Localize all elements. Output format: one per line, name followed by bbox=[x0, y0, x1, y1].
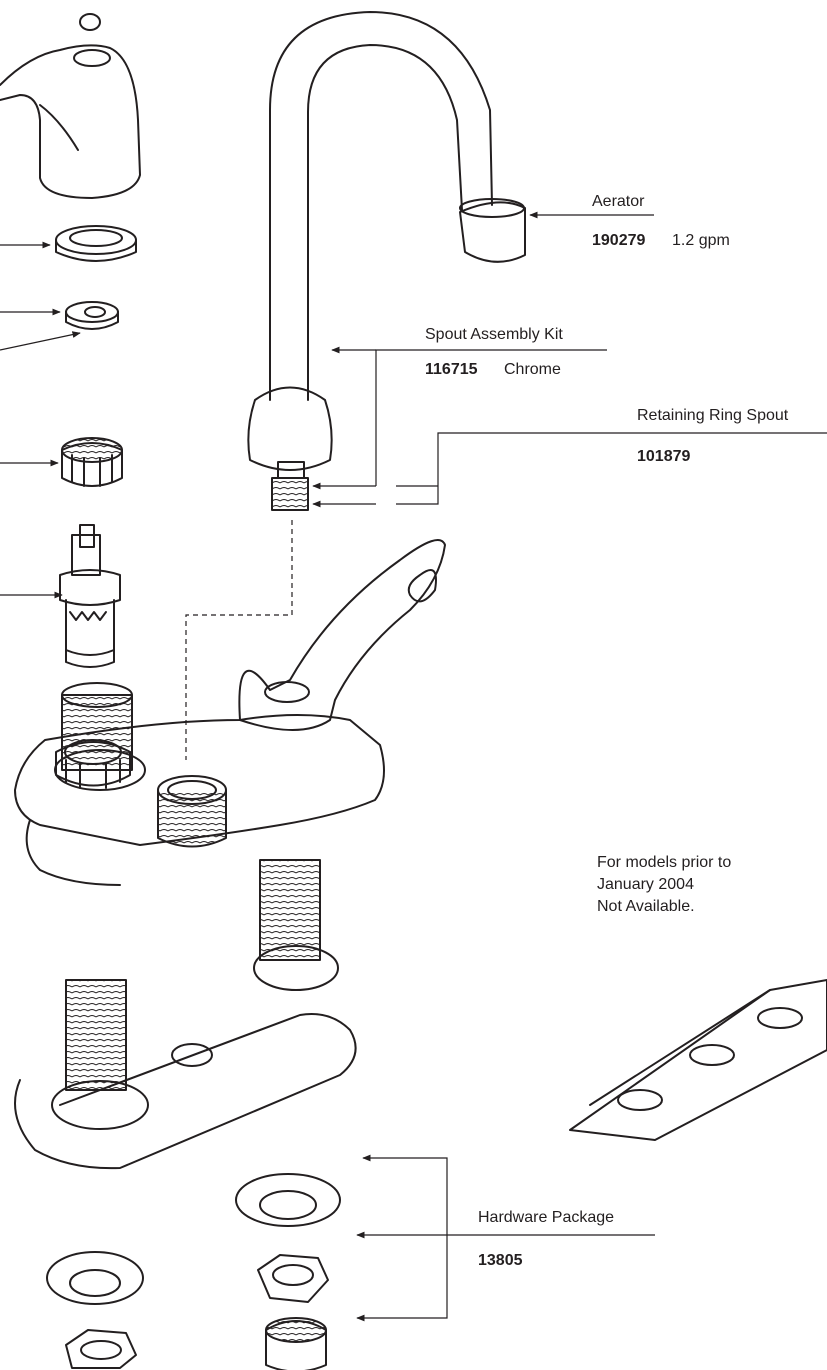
spout-assembly-description: Chrome bbox=[504, 361, 561, 378]
left-cartridge bbox=[59, 524, 121, 668]
left-seat-washer bbox=[65, 301, 119, 330]
hardware-hex-nut-a bbox=[257, 1254, 329, 1303]
leader-hardware bbox=[362, 1154, 655, 1236]
retaining-ring-title: Retaining Ring Spout bbox=[637, 407, 789, 424]
dashed-assembly-guide bbox=[185, 520, 293, 760]
deck-plate bbox=[569, 979, 827, 1141]
availability-note: For models prior to January 2004 Not Ava… bbox=[597, 852, 731, 918]
spout-assembly bbox=[247, 11, 526, 511]
leader-seat-washer-2 bbox=[0, 331, 81, 351]
note-line-3: Not Available. bbox=[597, 898, 695, 915]
leader-retaining-ring bbox=[396, 432, 827, 505]
note-line-2: January 2004 bbox=[597, 876, 694, 893]
hardware-hex-nut-b bbox=[65, 1329, 137, 1369]
leader-spout-assembly bbox=[375, 349, 607, 486]
spout-assembly-title: Spout Assembly Kit bbox=[425, 326, 563, 343]
spout-assembly-part-number: 116715 bbox=[425, 361, 478, 378]
hardware-washer-b bbox=[46, 1251, 144, 1305]
base-plate bbox=[14, 859, 357, 1170]
hardware-coupling-nut bbox=[265, 1317, 327, 1370]
aerator-part-number: 190279 bbox=[592, 232, 646, 249]
faucet-body bbox=[14, 539, 446, 886]
aerator-title: Aerator bbox=[592, 193, 645, 210]
hardware-part-number: 13805 bbox=[478, 1252, 523, 1269]
left-bonnet-nut bbox=[61, 437, 123, 487]
left-handle-part bbox=[0, 13, 141, 199]
hardware-title: Hardware Package bbox=[478, 1209, 615, 1226]
hardware-washer-a bbox=[235, 1173, 341, 1227]
retaining-ring-part-number: 101879 bbox=[637, 448, 691, 465]
left-ring-washer bbox=[55, 225, 137, 262]
aerator-description: 1.2 gpm bbox=[672, 232, 730, 249]
note-line-1: For models prior to bbox=[597, 854, 732, 871]
